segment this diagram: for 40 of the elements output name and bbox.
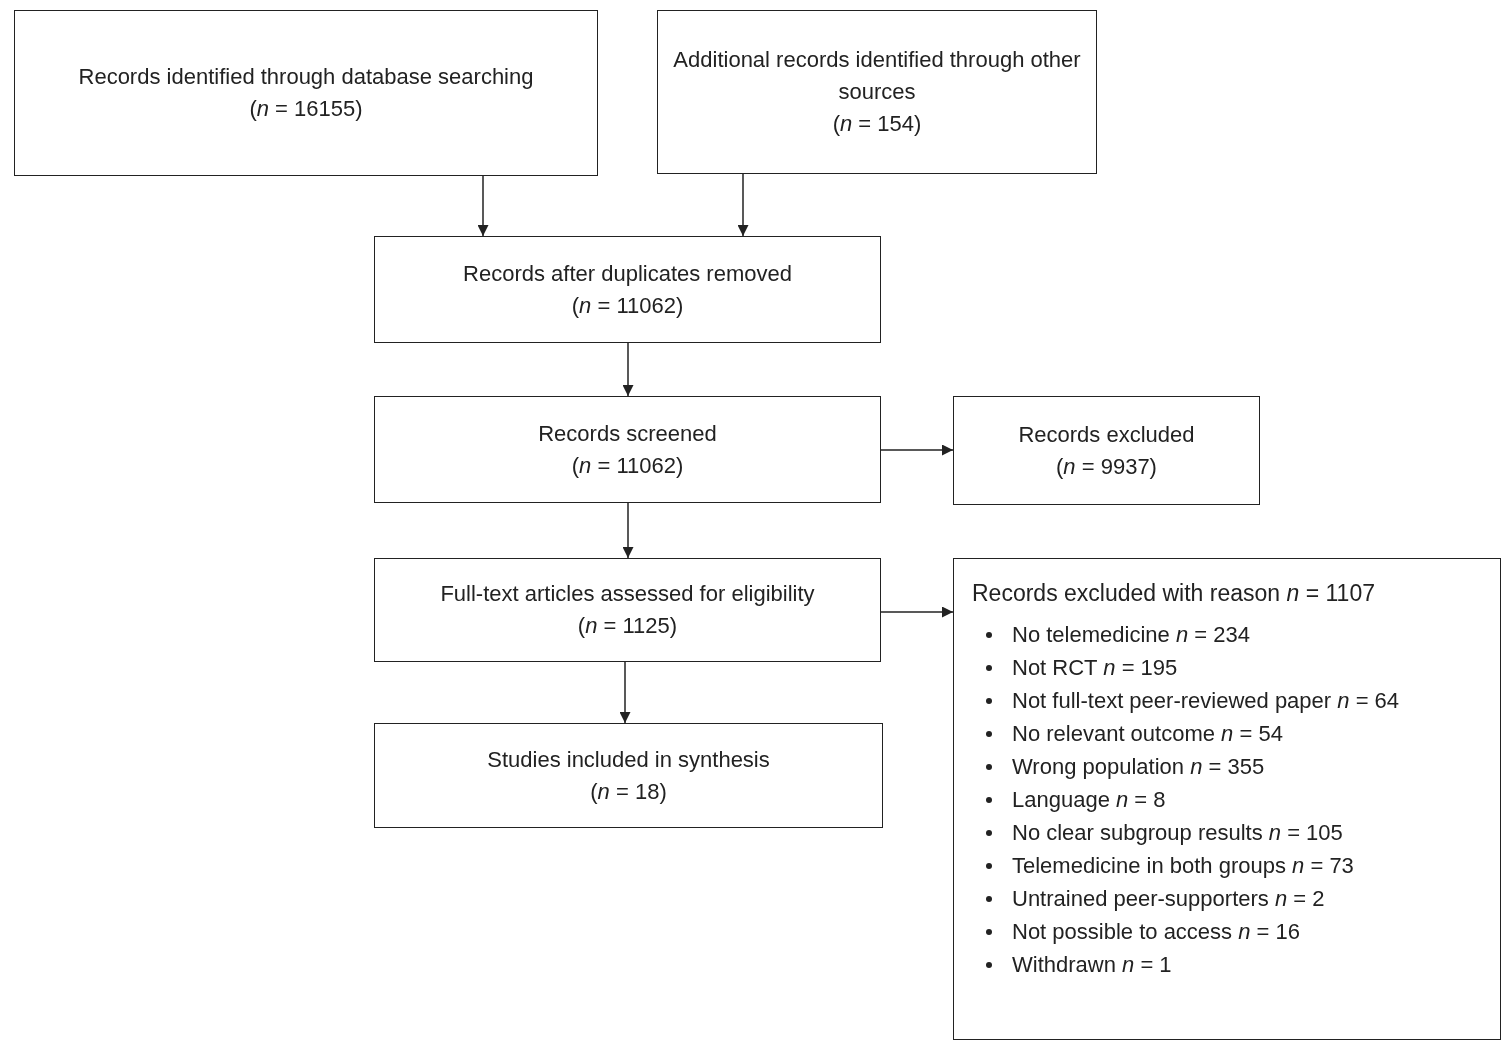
box-count: (n = 16155) — [249, 95, 363, 123]
process-box — [374, 723, 883, 828]
box-heading: Records after duplicates removed — [463, 259, 792, 288]
box-heading: Records screened — [538, 419, 717, 448]
box-heading: Records identified through database searching — [78, 63, 534, 92]
box-heading: Records excluded — [1018, 420, 1195, 449]
box-heading: Studies included in synthesis — [487, 745, 770, 774]
arrow — [880, 606, 954, 618]
process-box — [657, 10, 1097, 174]
arrow — [477, 175, 489, 237]
exclusion-box — [953, 558, 1501, 1040]
box-heading: Full-text articles assessed for eligibility — [440, 580, 815, 609]
process-box — [374, 558, 881, 662]
arrow — [622, 502, 634, 559]
box-count: (n = 1125) — [577, 612, 678, 640]
box-count: (n = 154) — [832, 109, 922, 138]
list-item: Not possible to access n = 16 — [1012, 918, 1301, 947]
box-count: (n = 18) — [590, 777, 667, 806]
arrow — [619, 661, 631, 724]
list-item: Wrong population n = 355 — [1012, 753, 1265, 782]
box-heading: Records excluded with reason n = 1107 — [972, 579, 1376, 608]
box-count: (n = 11062) — [571, 291, 684, 320]
list-item: Withdrawn n = 1 — [1012, 951, 1172, 980]
process-box — [953, 396, 1260, 505]
process-box — [374, 236, 881, 343]
list-item: No clear subgroup results n = 105 — [1012, 819, 1343, 848]
list-item: No telemedicine n = 234 — [1012, 621, 1250, 650]
arrow — [622, 342, 634, 397]
list-item: No relevant outcome n = 54 — [1012, 720, 1283, 749]
arrow — [737, 173, 749, 237]
box-count: (n = 11062) — [571, 451, 684, 480]
list-item: Language n = 8 — [1012, 786, 1166, 815]
process-box — [14, 10, 598, 176]
box-count: (n = 9937) — [1056, 452, 1157, 481]
arrow — [880, 444, 954, 456]
list-item: Not RCT n = 195 — [1012, 654, 1178, 683]
process-box — [374, 396, 881, 503]
list-item: Untrained peer-supporters n = 2 — [1012, 885, 1325, 914]
list-item: Not full-text peer-reviewed paper n = 64 — [1012, 687, 1400, 716]
list-item: Telemedicine in both groups n = 73 — [1012, 852, 1354, 881]
